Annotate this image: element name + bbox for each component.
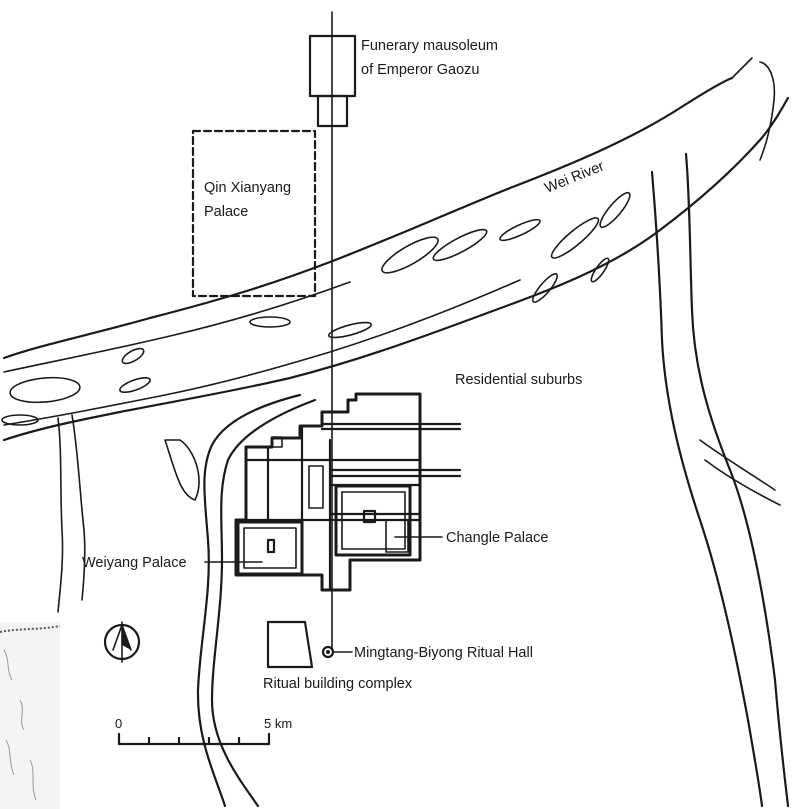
mausoleum-structure (308, 34, 357, 128)
qin-xianyang-palace-outline (191, 129, 317, 298)
eastern-tributary (650, 152, 790, 808)
weiyang-palace-enclosure (236, 520, 304, 576)
western-tributary (164, 393, 317, 808)
ritual-complex-label: Ritual building complex (263, 676, 413, 692)
residential-suburbs-label: Residential suburbs (455, 372, 582, 388)
mingtang-biyong-marker (321, 645, 335, 659)
inset-map-fragment (0, 622, 61, 809)
scale-start-label: 0 (115, 716, 122, 731)
weiyang-palace-label: Weiyang Palace (82, 555, 187, 571)
qin-palace-label-line1: Qin Xianyang (204, 180, 291, 196)
scale-bar (117, 732, 271, 746)
compass-north-arrow-icon (103, 621, 141, 663)
left-tributary (57, 414, 86, 613)
qin-palace-label-line2: Palace (204, 204, 248, 220)
mingtang-biyong-label: Mingtang-Biyong Ritual Hall (354, 645, 533, 661)
scale-end-label: 5 km (264, 716, 292, 731)
changle-palace-enclosure (334, 484, 412, 557)
wei-river-label: Wei River (543, 158, 607, 196)
changle-palace-label: Changle Palace (446, 530, 548, 546)
mausoleum-label-line1: Funerary mausoleum (361, 38, 498, 54)
ritual-building-complex (266, 620, 314, 669)
mausoleum-label-line2: of Emperor Gaozu (361, 62, 479, 78)
wei-river (1, 57, 790, 442)
